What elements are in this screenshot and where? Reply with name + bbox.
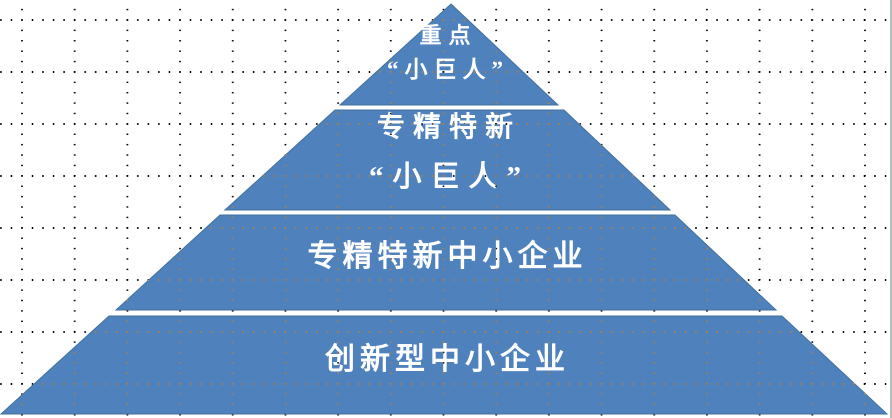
tier-2-label-line-1: 专精特新	[376, 112, 521, 143]
tier-4-label: 创新型中小企业	[325, 343, 570, 376]
tier-3-label: 专精特新中小企业	[307, 240, 588, 273]
tier-2-label-line-2: “小巨人”	[368, 161, 530, 193]
pyramid-tier-1-shape	[338, 3, 560, 106]
tier-1-label-line-1: 重点	[419, 23, 478, 48]
tier-1-label-line-2: “小巨人”	[387, 57, 509, 82]
